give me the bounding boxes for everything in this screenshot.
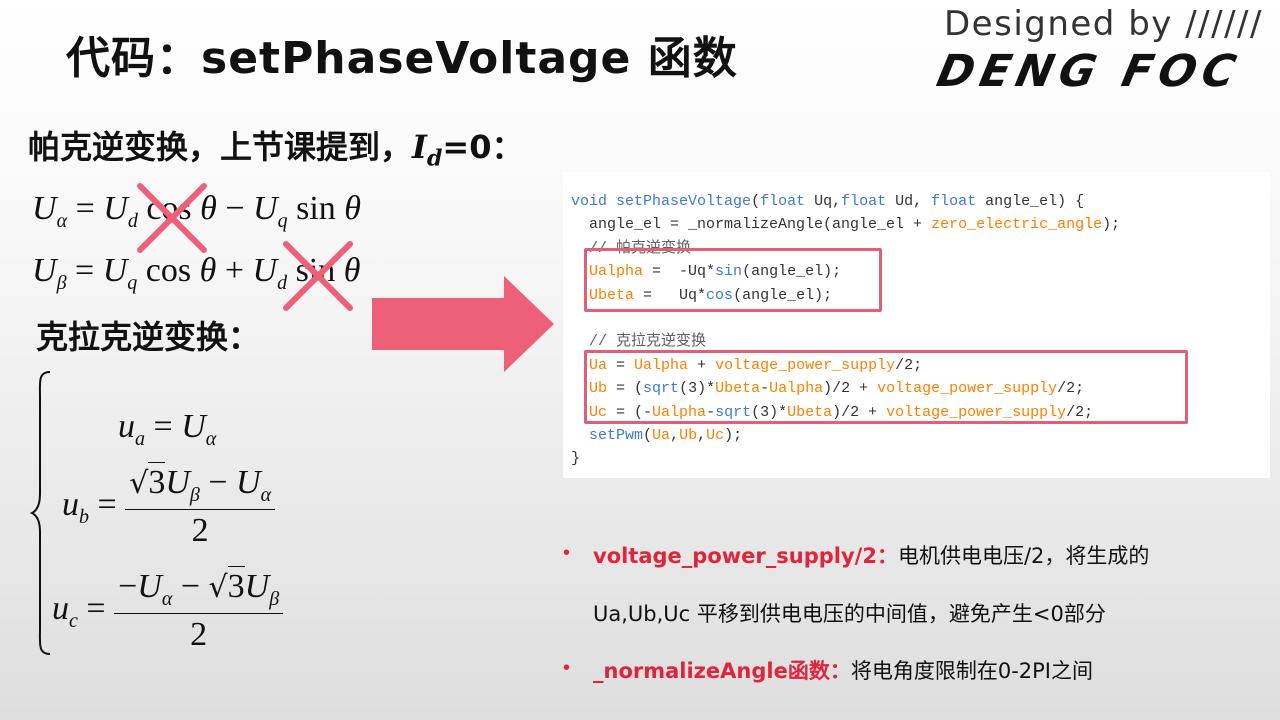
bullet-voltage-supply-continuation: Ua,Ub,Uc 平移到供电电压的中间值，避免产生<0部分: [593, 602, 1106, 626]
bullet-voltage-supply: voltage_power_supply/2：电机供电电压/2，将生成的: [593, 540, 1149, 570]
code-line: Ualpha = -Uq*sin(angle_el);: [589, 263, 842, 281]
code-line: Ub = (sqrt(3)*Ubeta-Ualpha)/2 + voltage_…: [589, 380, 1085, 398]
strike-cross-icon: [137, 183, 207, 253]
clarke-inverse-heading: 克拉克逆变换：: [36, 318, 261, 356]
bullet-text: 电机供电电压/2，将生成的: [897, 544, 1150, 568]
logo-designed-by: Designed by //////: [944, 4, 1263, 44]
slide-title: 代码：setPhaseVoltage 函数: [66, 33, 738, 84]
equation-ua: ua = Uα: [118, 408, 217, 450]
equation-u-beta: Uβ = Uq cos θ + Ud sin θ: [32, 252, 361, 294]
right-arrow-icon: [372, 276, 554, 372]
bullet-dot-icon: •: [563, 542, 571, 564]
code-line: }: [571, 450, 581, 468]
strike-cross-icon: [283, 241, 353, 311]
bullet-text: 将电角度限制在0-2PI之间: [850, 659, 1093, 683]
park-heading-text: 帕克逆变换，上节课提到，: [28, 128, 413, 166]
bullet-dot-icon: •: [563, 657, 571, 679]
code-line: Ubeta = Uq*cos(angle_el);: [589, 286, 833, 304]
bullet-label: _normalizeAngle函数：: [593, 659, 851, 683]
highlight-box-clarke: [584, 350, 1188, 424]
logo-deng-foc: DENG FOC: [932, 46, 1247, 97]
id-letter: I: [412, 128, 427, 166]
code-line: void setPhaseVoltage(float Uq,float Ud, …: [571, 193, 1085, 210]
code-line: Ua = Ualpha + voltage_power_supply/2;: [589, 356, 923, 374]
code-line: // 克拉克逆变换: [571, 333, 707, 351]
id-symbol: Id: [412, 128, 442, 171]
highlight-box-park: [584, 248, 882, 312]
equation-ub: ub = √3Uβ − Uα 2: [62, 462, 276, 550]
code-block: void setPhaseVoltage(float Uq,float Ud, …: [571, 190, 1120, 471]
code-line: Uc = (-Ualpha-sqrt(3)*Ubeta)/2 + voltage…: [589, 403, 1094, 421]
code-line: setPwm(Ua,Ub,Uc);: [589, 427, 743, 445]
code-line: angle_el = _normalizeAngle(angle_el + ze…: [571, 216, 1121, 234]
id-value: =0：: [442, 128, 524, 166]
bullet-normalize-angle: _normalizeAngle函数：将电角度限制在0-2PI之间: [593, 655, 1093, 685]
left-brace: [30, 371, 51, 655]
bullet-label: voltage_power_supply/2：: [593, 544, 898, 568]
equation-uc: uc = −Uα − √3Uβ 2: [52, 566, 284, 654]
park-inverse-heading: 帕克逆变换，上节课提到，Id=0：: [28, 122, 523, 171]
code-panel: void setPhaseVoltage(float Uq,float Ud, …: [563, 172, 1270, 478]
id-subscript: d: [426, 145, 443, 172]
